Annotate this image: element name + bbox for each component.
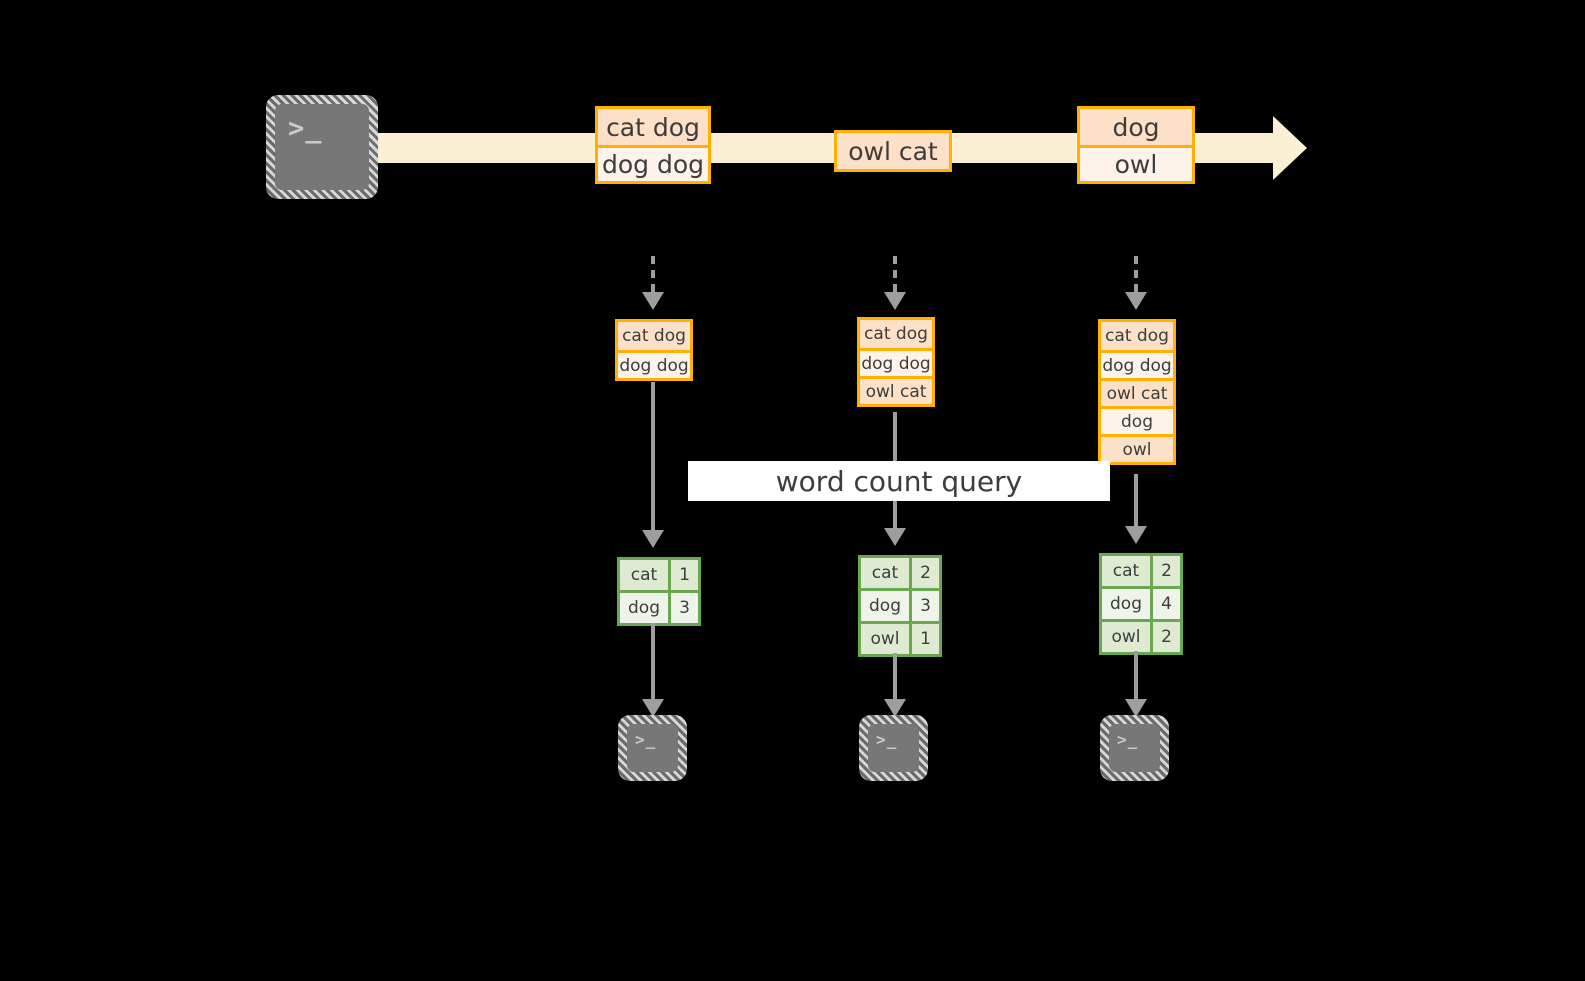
result-table-2[interactable]: cat 2 dog 3 owl 1 — [858, 555, 942, 657]
source-terminal-screen: >_ — [275, 104, 369, 190]
log-line: owl cat — [1101, 378, 1173, 406]
result-count: 2 — [1150, 622, 1180, 652]
log-line: dog dog — [618, 350, 690, 378]
result-word: dog — [620, 593, 668, 623]
sink-terminal-3[interactable]: >_ — [1100, 715, 1169, 781]
sink-terminal-screen: >_ — [868, 724, 919, 772]
result-word: owl — [861, 624, 909, 654]
stream-to-log-arrowhead-1 — [642, 292, 664, 310]
table-row: cat 2 — [861, 558, 939, 588]
table-row: cat 2 — [1102, 556, 1180, 586]
result-count: 2 — [1150, 556, 1180, 586]
table-row: cat 1 — [620, 560, 698, 590]
event-stream-arrowhead — [1273, 116, 1307, 180]
stream-to-log-connector-1 — [651, 256, 655, 292]
result-to-sink-connector-3 — [1134, 651, 1138, 699]
log-to-result-arrowhead-3 — [1125, 526, 1147, 544]
log-line: owl — [1101, 434, 1173, 462]
log-line: owl — [1080, 145, 1192, 181]
sink-terminal-2[interactable]: >_ — [859, 715, 928, 781]
result-to-sink-connector-2 — [893, 653, 897, 699]
log-line: cat dog — [1101, 322, 1173, 350]
log-line: dog dog — [860, 348, 932, 376]
result-table-1[interactable]: cat 1 dog 3 — [617, 557, 701, 626]
accumulated-log-2[interactable]: cat dog dog dog owl cat — [857, 317, 935, 407]
stream-event-1[interactable]: cat dog dog dog — [595, 106, 711, 184]
stream-to-log-arrowhead-3 — [1125, 292, 1147, 310]
terminal-prompt-glyph: >_ — [635, 730, 657, 749]
log-line: cat dog — [598, 109, 708, 145]
result-word: cat — [620, 560, 668, 590]
log-line: owl cat — [860, 376, 932, 404]
log-line: dog — [1101, 406, 1173, 434]
sink-terminal-screen: >_ — [1109, 724, 1160, 772]
log-line: cat dog — [860, 320, 932, 348]
table-row: owl 2 — [1102, 619, 1180, 652]
result-count: 1 — [909, 624, 939, 654]
result-count: 3 — [668, 593, 698, 623]
terminal-prompt-glyph: >_ — [1117, 730, 1139, 749]
terminal-prompt-glyph: >_ — [876, 730, 898, 749]
log-to-result-arrowhead-1 — [642, 530, 664, 548]
sink-terminal-1[interactable]: >_ — [618, 715, 687, 781]
result-word: dog — [861, 591, 909, 621]
result-to-sink-arrowhead-2 — [884, 699, 906, 717]
sink-terminal-screen: >_ — [627, 724, 678, 772]
stream-event-2[interactable]: owl cat — [834, 130, 952, 172]
result-table-3[interactable]: cat 2 dog 4 owl 2 — [1099, 553, 1183, 655]
table-row: dog 3 — [861, 588, 939, 621]
stream-to-log-connector-2 — [893, 256, 897, 292]
log-to-result-arrowhead-2 — [884, 528, 906, 546]
log-line: owl cat — [837, 133, 949, 169]
result-word: dog — [1102, 589, 1150, 619]
source-terminal-icon[interactable]: >_ — [266, 95, 378, 199]
result-count: 3 — [909, 591, 939, 621]
log-line: dog — [1080, 109, 1192, 145]
query-label-text: word count query — [775, 464, 1023, 498]
result-count: 1 — [668, 560, 698, 590]
log-to-result-connector-1 — [651, 382, 655, 530]
result-to-sink-arrowhead-3 — [1125, 699, 1147, 717]
result-word: cat — [861, 558, 909, 588]
query-label: word count query — [688, 461, 1110, 501]
log-line: dog dog — [1101, 350, 1173, 378]
stream-event-3[interactable]: dog owl — [1077, 106, 1195, 184]
log-to-result-connector-3 — [1134, 474, 1138, 526]
table-row: owl 1 — [861, 621, 939, 654]
result-to-sink-connector-1 — [651, 623, 655, 699]
terminal-prompt-glyph: >_ — [288, 113, 323, 144]
table-row: dog 3 — [620, 590, 698, 623]
accumulated-log-1[interactable]: cat dog dog dog — [615, 319, 693, 381]
table-row: dog 4 — [1102, 586, 1180, 619]
log-line: dog dog — [598, 145, 708, 181]
result-word: cat — [1102, 556, 1150, 586]
result-to-sink-arrowhead-1 — [642, 699, 664, 717]
result-count: 2 — [909, 558, 939, 588]
log-line: cat dog — [618, 322, 690, 350]
stream-to-log-connector-3 — [1134, 256, 1138, 292]
result-word: owl — [1102, 622, 1150, 652]
result-count: 4 — [1150, 589, 1180, 619]
accumulated-log-3[interactable]: cat dog dog dog owl cat dog owl — [1098, 319, 1176, 465]
stream-to-log-arrowhead-2 — [884, 292, 906, 310]
